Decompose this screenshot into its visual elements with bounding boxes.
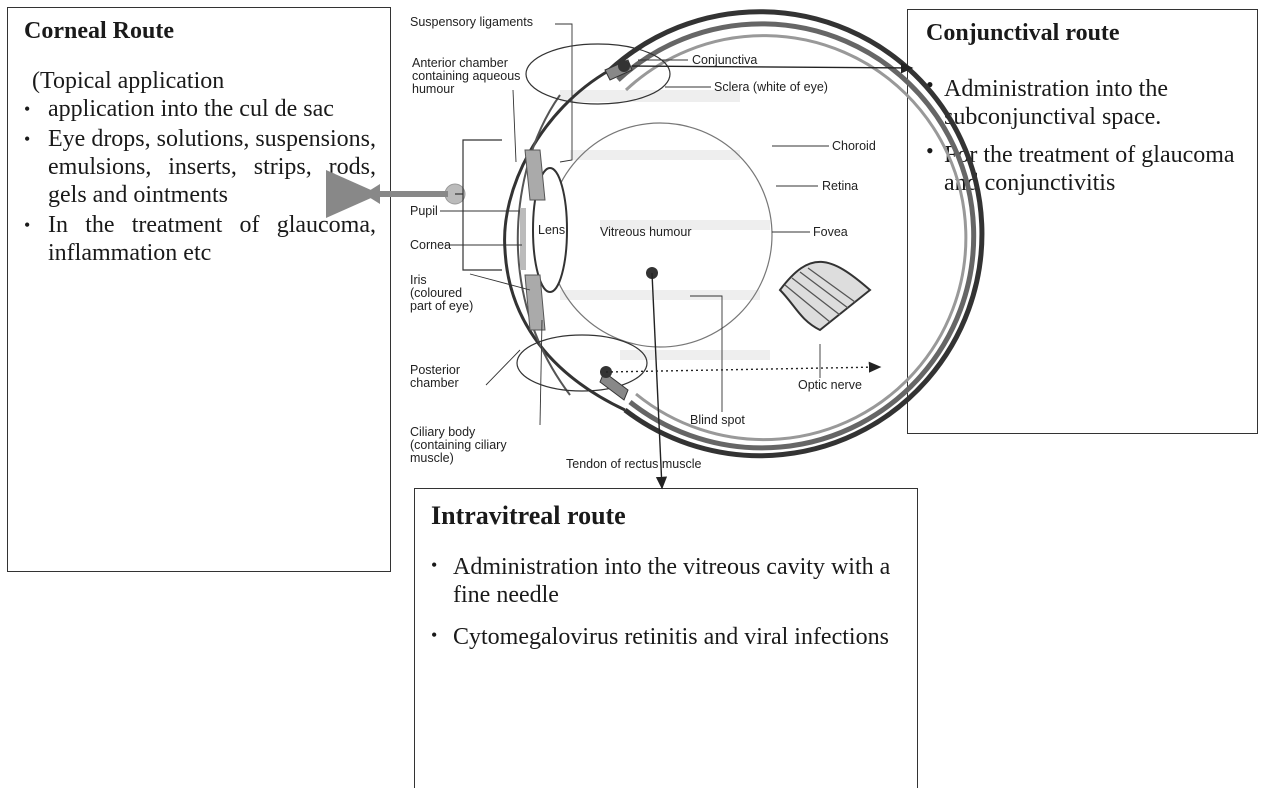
iris-shape [525, 150, 545, 200]
label-sclera: Sclera (white of eye) [714, 80, 828, 94]
label-suspensory-ligaments: Suspensory ligaments [410, 15, 533, 29]
label-ciliary-body-3: muscle) [410, 451, 454, 465]
label-blind-spot: Blind spot [690, 413, 745, 427]
label-conjunctiva: Conjunctiva [692, 53, 757, 67]
label-lens: Lens [538, 223, 565, 237]
label-ciliary-body-2: (containing ciliary [410, 438, 507, 452]
label-choroid: Choroid [832, 139, 876, 153]
label-iris-2: (coloured [410, 286, 462, 300]
label-anterior-chamber-2: containing aqueous [412, 69, 520, 83]
label-tendon-rectus: Tendon of rectus muscle [566, 457, 702, 471]
optic-nerve-shape [780, 262, 870, 330]
label-iris-3: part of eye) [410, 299, 473, 313]
label-pupil: Pupil [410, 204, 438, 218]
label-posterior-chamber: Posterior [410, 363, 460, 377]
label-cornea: Cornea [410, 238, 451, 252]
label-optic-nerve: Optic nerve [798, 378, 862, 392]
label-retina: Retina [822, 179, 858, 193]
label-posterior-chamber-2: chamber [410, 376, 459, 390]
label-ciliary-body: Ciliary body [410, 425, 476, 439]
label-anterior-chamber: Anterior chamber [412, 56, 508, 70]
label-fovea: Fovea [813, 225, 848, 239]
label-iris: Iris [410, 273, 427, 287]
label-vitreous-humour: Vitreous humour [600, 225, 692, 239]
label-anterior-chamber-3: humour [412, 82, 454, 96]
